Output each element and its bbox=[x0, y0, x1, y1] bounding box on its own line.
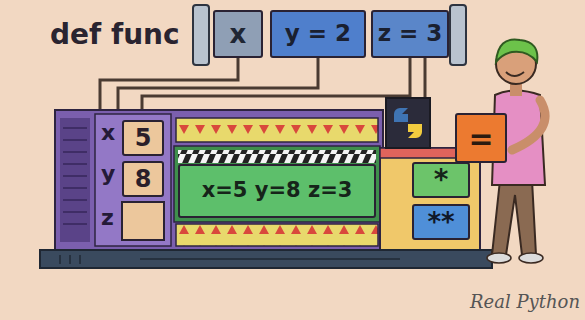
value-box: 5 bbox=[122, 120, 164, 156]
title-text: def func bbox=[50, 20, 180, 51]
value-box: y = 2 bbox=[270, 10, 366, 58]
param-name: y bbox=[101, 162, 115, 186]
box-text: z = 3 bbox=[378, 21, 443, 46]
value-box: 8 bbox=[122, 161, 164, 197]
value-box: = bbox=[455, 113, 507, 163]
value-box: z = 3 bbox=[371, 10, 450, 58]
box-text: x bbox=[230, 20, 247, 49]
param-name: z bbox=[101, 206, 114, 230]
box-text: = bbox=[468, 122, 493, 155]
value-box: * bbox=[412, 162, 470, 199]
box-text: ** bbox=[427, 208, 454, 237]
box-text: * bbox=[434, 165, 449, 196]
value-box: ** bbox=[412, 204, 470, 240]
box-text: 5 bbox=[135, 125, 152, 151]
param-name: x bbox=[101, 121, 115, 145]
value-box: x bbox=[213, 10, 263, 58]
watermark: Real Python bbox=[470, 292, 580, 312]
value-box: x=5 y=8 z=3 bbox=[178, 164, 376, 218]
box-text: 8 bbox=[135, 166, 152, 192]
box-text: y = 2 bbox=[285, 21, 351, 46]
box-text: x=5 y=8 z=3 bbox=[202, 179, 353, 202]
